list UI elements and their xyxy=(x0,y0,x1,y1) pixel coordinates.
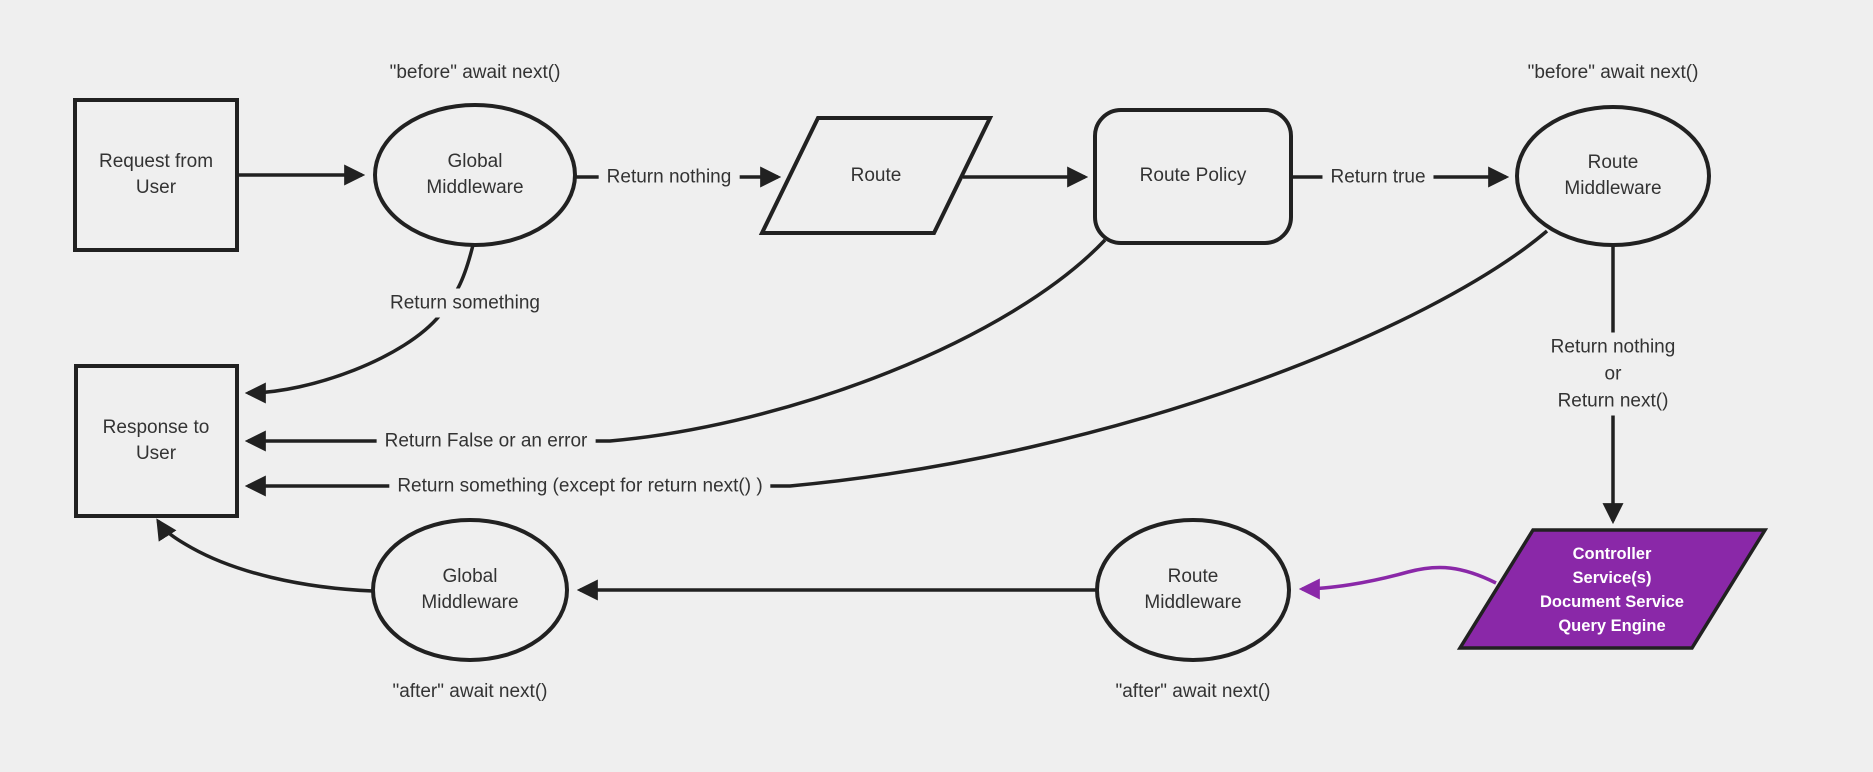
node-label-request-from-user: Request from User xyxy=(98,151,214,198)
node-label-route: Route xyxy=(850,165,902,186)
annotation-before-await-next-route: "before" await next() xyxy=(1527,62,1699,83)
edge-label-return-true: Return true xyxy=(1322,162,1434,192)
node-label-route-policy: Route Policy xyxy=(1139,165,1247,186)
route-middleware-top-ellipse xyxy=(1515,105,1711,247)
node-label-global-middleware-bottom: Global Middleware xyxy=(421,566,519,613)
edge-label-return-nothing: Return nothing xyxy=(598,162,740,192)
route-parallelogram xyxy=(758,116,994,235)
route-policy-box xyxy=(1093,108,1293,245)
edge-label-return-something: Return something xyxy=(382,288,548,318)
edge-label-return-false-or-error: Return False or an error xyxy=(376,426,596,456)
response-to-user-box xyxy=(74,364,239,518)
node-label-global-middleware-top: Global Middleware xyxy=(426,151,524,198)
controller-parallelogram xyxy=(1456,528,1769,650)
global-middleware-top-ellipse xyxy=(373,103,577,247)
global-middleware-bottom-ellipse xyxy=(371,518,569,662)
edge-controller-to-route-middleware-bottom xyxy=(1298,565,1497,600)
node-label-route-middleware-top: Route Middleware xyxy=(1564,152,1662,199)
edge-global-middleware-bottom-to-response xyxy=(156,518,374,593)
annotation-before-await-next-global: "before" await next() xyxy=(389,62,561,83)
annotation-after-await-next-global: "after" await next() xyxy=(392,681,548,702)
edge-label-return-nothing-or-next: Return nothing or Return next() xyxy=(1542,332,1684,416)
node-label-route-middleware-bottom: Route Middleware xyxy=(1144,566,1242,613)
edge-route-middleware-to-response xyxy=(244,229,1549,497)
route-middleware-bottom-ellipse xyxy=(1095,518,1291,662)
node-label-controller-services: Controller Service(s) Document Service Q… xyxy=(1540,545,1684,635)
edge-route-policy-to-response xyxy=(244,238,1107,452)
request-from-user-box xyxy=(73,98,239,252)
annotation-after-await-next-route: "after" await next() xyxy=(1115,681,1271,702)
edge-label-return-something-except: Return something (except for return next… xyxy=(389,471,771,501)
edge-global-middleware-to-response xyxy=(244,244,475,404)
node-label-response-to-user: Response to User xyxy=(102,417,210,464)
